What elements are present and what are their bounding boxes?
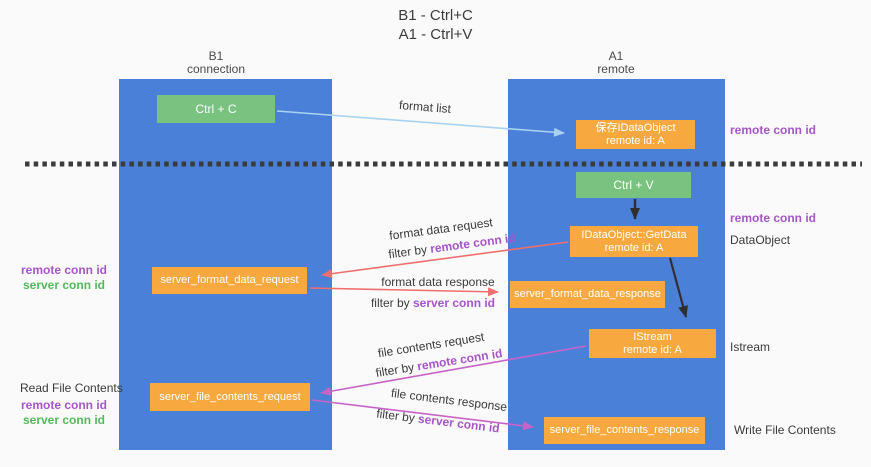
istream-line2: remote id: A — [623, 343, 682, 356]
arrow-format-list — [276, 110, 565, 137]
server-format-data-request-box: server_format_data_request — [152, 267, 307, 294]
server-format-data-request-label: server_format_data_request — [160, 274, 299, 286]
write-file-contents-label: Write File Contents — [734, 423, 836, 437]
column-header-a1-title: A1 — [608, 49, 624, 63]
left-server-conn-id-2: server conn id — [22, 413, 106, 427]
save-idataobject-line2: remote id: A — [606, 134, 665, 147]
remote-conn-id-label-mid: remote conn id — [730, 211, 817, 225]
left-conn-id-group-file: remote conn id server conn id — [14, 398, 114, 428]
left-remote-conn-id-1: remote conn id — [20, 263, 107, 277]
column-header-b1-title: B1 — [208, 49, 224, 63]
server-file-contents-request-label: server_file_contents_request — [159, 390, 301, 403]
ctrl-v-box: Ctrl + V — [576, 172, 691, 198]
diagram-title: B1 - Ctrl+C A1 - Ctrl+V — [0, 6, 871, 44]
server-file-contents-response-box: server_file_contents_response — [544, 417, 705, 444]
filter-by-server-caption-1: filter by server conn id — [358, 296, 508, 310]
filter-by-text: filter by — [370, 296, 413, 310]
istream-line1: IStream — [633, 330, 672, 343]
format-data-response-caption: format data response — [381, 275, 495, 289]
ctrl-c-box: Ctrl + C — [157, 95, 275, 123]
istream-side-label: Istream — [730, 340, 771, 354]
server-format-data-response-label: server_format_data_response — [514, 288, 661, 300]
column-header-b1-subtitle: connection — [186, 62, 246, 76]
title-line-1: B1 - Ctrl+C — [398, 7, 473, 24]
ctrl-v-label: Ctrl + V — [613, 177, 654, 192]
save-idataobject-box: 保存IDataObject remote id: A — [576, 120, 695, 149]
column-header-a1-subtitle: remote — [597, 62, 635, 76]
idataobject-getdata-box: IDataObject::GetData remote id: A — [570, 226, 698, 257]
column-header-b1: B1 connection — [116, 50, 316, 76]
left-conn-id-group-format: remote conn id server conn id — [14, 263, 114, 293]
dataobject-label: DataObject — [730, 233, 791, 247]
server-conn-id-text: server conn id — [412, 296, 496, 310]
read-file-contents-label: Read File Contents — [20, 381, 123, 395]
arrow-file-contents-request — [320, 345, 587, 396]
getdata-line1: IDataObject::GetData — [581, 228, 687, 241]
ctrl-c-label: Ctrl + C — [195, 101, 237, 116]
server-format-data-response-box: server_format_data_response — [510, 281, 665, 308]
column-header-a1: A1 remote — [516, 50, 716, 76]
getdata-line2: remote id: A — [604, 241, 664, 254]
arrow-file-contents-response — [311, 399, 534, 431]
arrow-getdata-to-istream — [668, 257, 688, 318]
server-file-contents-response-label: server_file_contents_response — [549, 424, 700, 436]
left-remote-conn-id-2: remote conn id — [20, 398, 107, 412]
arrow-format-data-response — [309, 287, 499, 297]
left-server-conn-id-1: server conn id — [22, 278, 106, 292]
remote-conn-id-label-top: remote conn id — [730, 123, 817, 137]
title-line-2: A1 - Ctrl+V — [398, 26, 473, 43]
save-idataobject-line1: 保存IDataObject — [595, 121, 676, 134]
arrow-format-data-request — [321, 241, 569, 279]
server-file-contents-request-box: server_file_contents_request — [150, 383, 310, 411]
istream-box: IStream remote id: A — [589, 329, 716, 358]
